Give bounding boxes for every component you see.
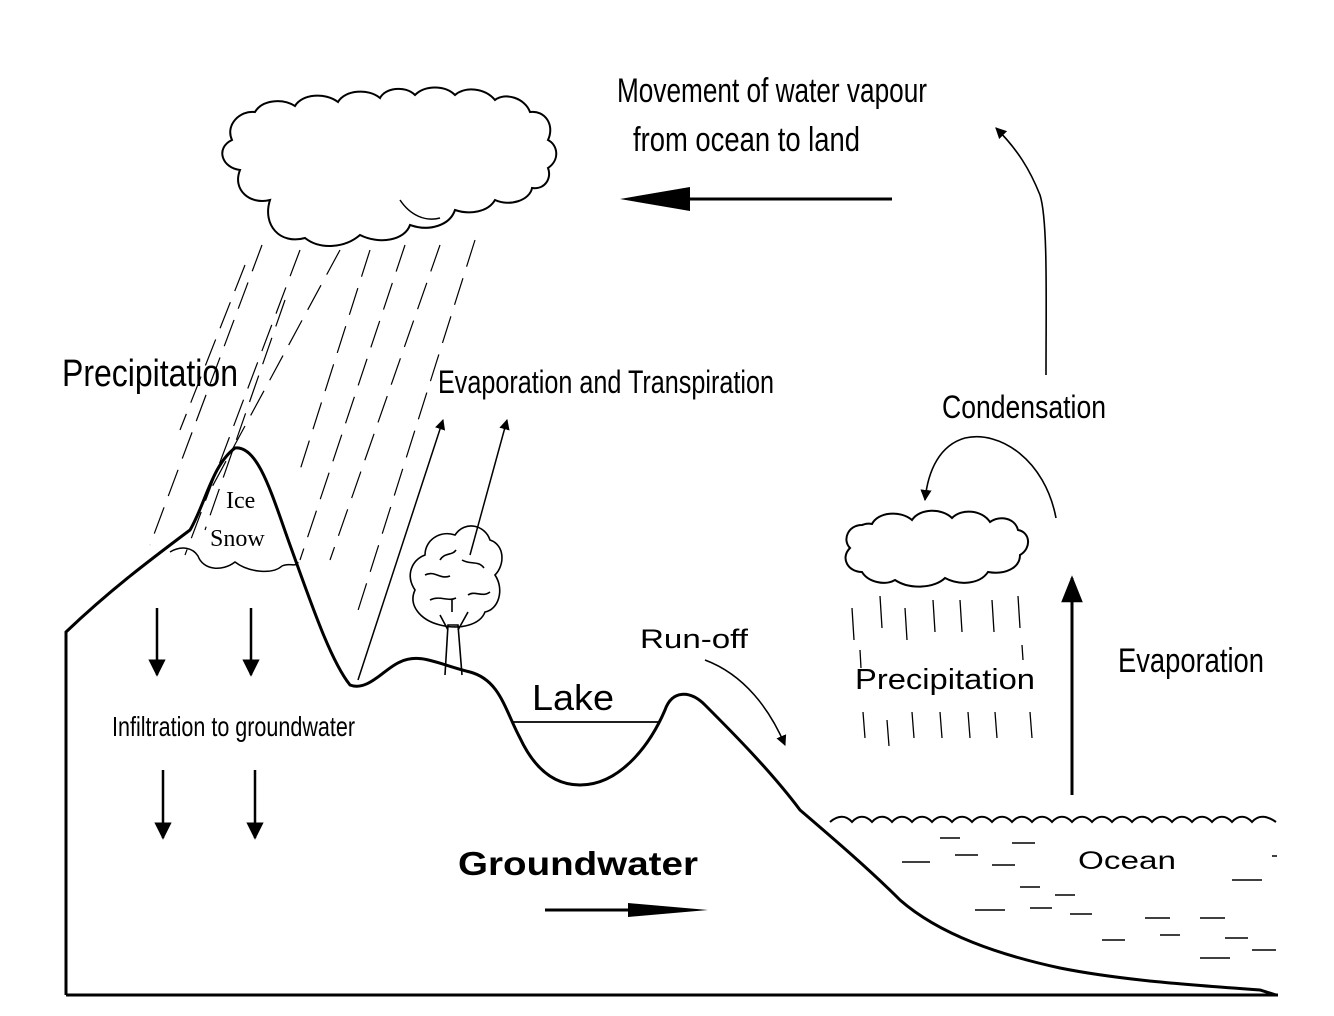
- precipitation-label-right: Precipitation: [855, 664, 1035, 696]
- runoff-label: Run-off: [640, 624, 749, 654]
- evapotranspiration-arrow-1: [357, 419, 446, 681]
- tree-icon: [409, 525, 503, 676]
- vapour-label-line2: from ocean to land: [633, 121, 860, 159]
- rain-streaks-left: [149, 239, 476, 621]
- ocean-surface: [829, 815, 1277, 824]
- runoff-arrow: [704, 659, 787, 746]
- groundwater-label: Groundwater: [458, 845, 698, 882]
- large-cloud: [221, 86, 558, 247]
- ocean-label: Ocean: [1078, 847, 1176, 875]
- snow-cap: [169, 547, 299, 573]
- infiltration-label: Infiltration to groundwater: [112, 711, 355, 742]
- condensation-label: Condensation: [942, 389, 1106, 425]
- vapour-rise-arrow: [995, 127, 1048, 376]
- small-cloud: [844, 509, 1029, 588]
- vapour-movement-arrow: [620, 187, 892, 211]
- rain-streaks-right: [851, 595, 1033, 747]
- snow-label: Snow: [210, 526, 265, 552]
- vapour-label-line1: Movement of water vapour: [617, 72, 927, 110]
- cloud-inner-line: [399, 199, 441, 220]
- ocean-wave-dashes: [902, 837, 1277, 959]
- groundwater-arrow: [545, 903, 708, 917]
- lake-label: Lake: [532, 677, 614, 718]
- landscape-outline: [64, 446, 1277, 997]
- infiltration-arrows: [148, 608, 264, 840]
- condensation-arrow: [920, 436, 1057, 519]
- evapotranspiration-arrow-2: [469, 418, 510, 556]
- ice-label: Ice: [226, 488, 255, 514]
- evapotranspiration-label: Evaporation and Transpiration: [438, 364, 774, 400]
- evaporation-label: Evaporation: [1118, 642, 1264, 680]
- precipitation-label-left: Precipitation: [62, 353, 238, 395]
